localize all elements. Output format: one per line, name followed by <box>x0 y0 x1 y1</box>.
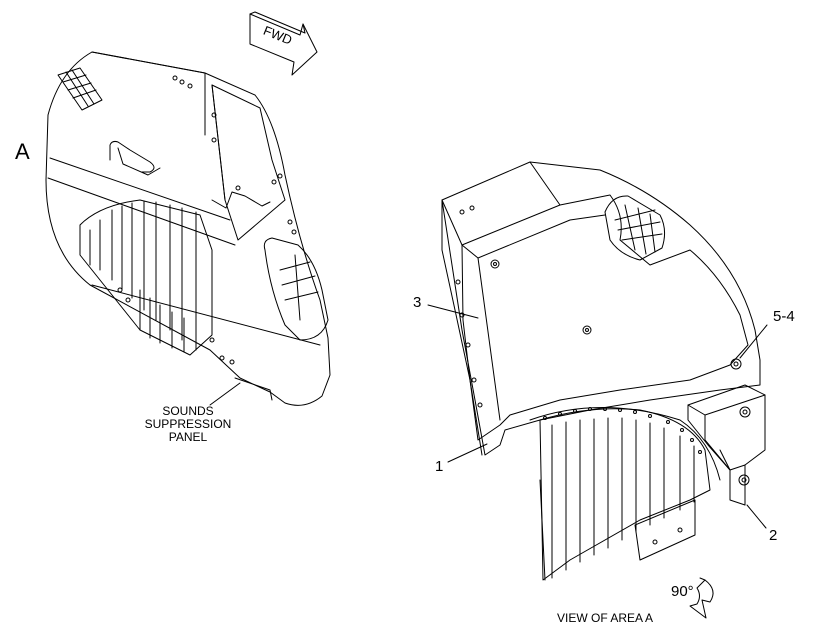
callout-2-leader <box>746 504 767 529</box>
callout-3-leader <box>427 304 479 319</box>
rotation-label: 90° <box>671 583 694 600</box>
callout-5-4-leader <box>739 324 768 359</box>
callout-1-leader <box>447 443 488 463</box>
callout-5-4: 5-4 <box>773 308 795 325</box>
sound-panel-line-1: SOUNDS <box>162 404 214 418</box>
view-marker-a: A <box>15 139 30 164</box>
left-panel-assembly <box>45 51 331 406</box>
view-caption: VIEW OF AREA A <box>557 611 654 625</box>
rivet-holes <box>117 75 297 365</box>
sound-panel-leader <box>209 382 241 406</box>
fastener-holes <box>455 205 751 545</box>
callout-3: 3 <box>413 294 422 311</box>
fwd-arrow-icon <box>249 11 318 76</box>
rotate-arrow-icon <box>689 577 714 619</box>
right-panel-assembly <box>427 161 768 581</box>
callout-2: 2 <box>769 527 778 544</box>
sound-panel-label: SOUNDS SUPPRESSION PANEL <box>128 405 248 444</box>
sound-panel-line-3: PANEL <box>168 430 208 444</box>
callout-1: 1 <box>435 458 444 475</box>
sound-panel-line-2: SUPPRESSION <box>144 417 232 431</box>
